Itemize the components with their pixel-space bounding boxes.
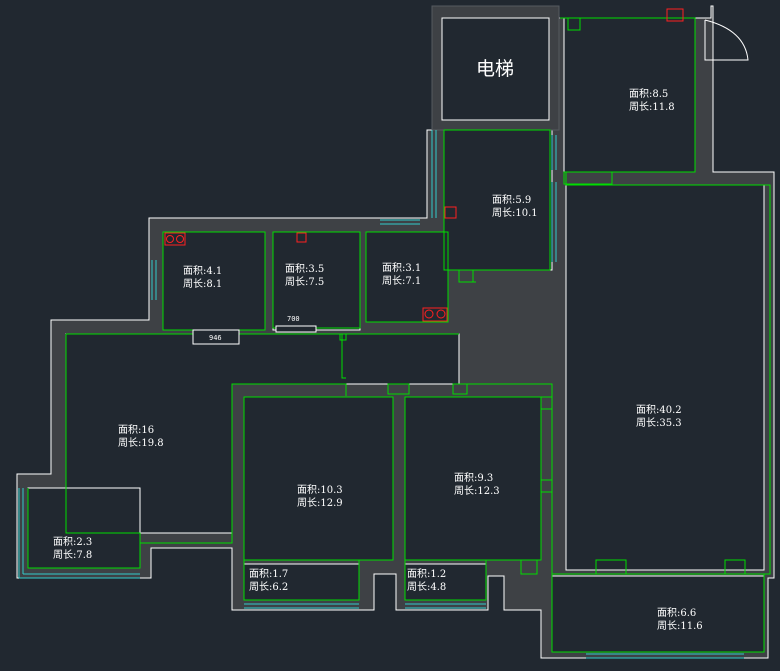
room-label: 面积:6.6 周长:11.6 (657, 607, 703, 633)
area-text: 面积:4.1 (183, 266, 223, 277)
perimeter-text: 周长:6.2 (249, 582, 289, 593)
area-text: 面积:40.2 (636, 405, 682, 416)
perimeter-text: 周长:10.1 (492, 208, 538, 219)
area-text: 面积:3.5 (285, 264, 325, 275)
room-label: 面积:3.1 周长:7.1 (382, 262, 421, 288)
area-text: 面积:6.6 (657, 608, 697, 619)
door-openings (192, 325, 317, 345)
area-text: 面积:8.5 (629, 89, 669, 100)
perimeter-text: 周长:7.8 (53, 550, 93, 561)
room-label: 面积:9.3 周长:12.3 (454, 472, 500, 498)
perimeter-text: 周长:12.3 (454, 486, 500, 497)
room-label: 面积:2.3 周长:7.8 (53, 536, 92, 562)
perimeter-text: 周长:11.6 (657, 621, 703, 632)
area-text: 面积:5.9 (492, 195, 532, 206)
room-outlines (27, 17, 771, 653)
dimension-700: 700 (287, 315, 300, 323)
windows (18, 130, 744, 659)
area-text: 面积:16 (118, 425, 155, 436)
entry-door (704, 19, 749, 61)
area-text: 面积:3.1 (382, 263, 422, 274)
perimeter-text: 周长:4.8 (407, 582, 447, 593)
perimeter-text: 周长:11.8 (629, 102, 675, 113)
room-label: 面积:8.5 周长:11.8 (629, 88, 675, 114)
room-label: 面积:40.2 周长:35.3 (636, 404, 682, 430)
room-label: 面积:4.1 周长:8.1 (183, 265, 222, 291)
interior-floor (27, 17, 765, 653)
room-label: 面积:1.7 周长:6.2 (249, 568, 288, 594)
room-label: 面积:5.9 周长:10.1 (492, 194, 538, 220)
fixtures (164, 8, 684, 322)
perimeter-text: 周长:7.1 (382, 276, 422, 287)
room-label: 面积:10.3 周长:12.9 (297, 484, 343, 510)
perimeter-text: 周长:19.8 (118, 438, 164, 449)
perimeter-text: 周长:7.5 (285, 277, 325, 288)
area-text: 面积:1.2 (407, 569, 447, 580)
perimeter-text: 周长:12.9 (297, 498, 343, 509)
area-text: 面积:2.3 (53, 537, 93, 548)
room-label: 面积:1.2 周长:4.8 (407, 568, 446, 594)
room-label: 面积:3.5 周长:7.5 (285, 263, 324, 289)
perimeter-text: 周长:35.3 (636, 418, 682, 429)
room-label: 面积:16 周长:19.8 (118, 424, 164, 450)
area-text: 面积:10.3 (297, 485, 343, 496)
perimeter-text: 周长:8.1 (183, 279, 223, 290)
dimension-946: 946 (209, 334, 222, 342)
elevator-label: 电梯 (476, 58, 515, 80)
area-text: 面积:1.7 (249, 569, 289, 580)
area-text: 面积:9.3 (454, 473, 494, 484)
